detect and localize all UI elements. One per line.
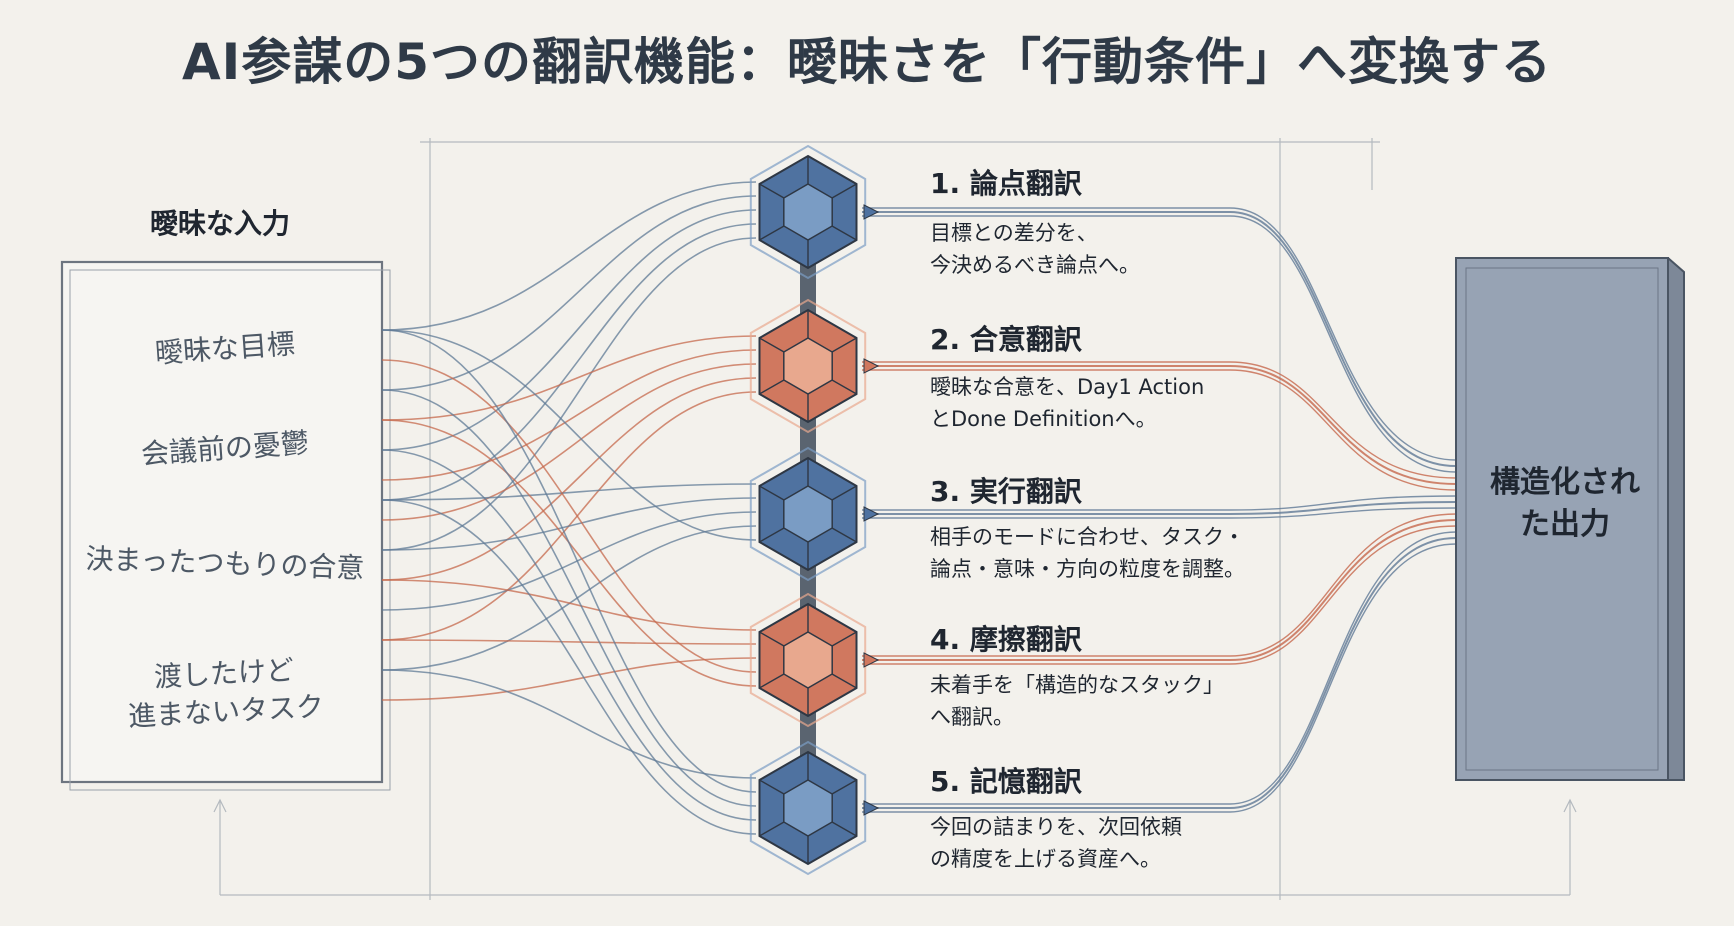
- flow-line-in-1-5: [381, 237, 757, 551]
- node-4-edge-4: [831, 631, 857, 647]
- up-arrow-right: [1563, 798, 1577, 813]
- node-3-edge-5: [759, 527, 785, 543]
- node-2-outline: [749, 298, 867, 434]
- step-3-title: 3. 実行翻訳: [930, 475, 1082, 508]
- flow-line-out-1-3: [862, 215, 1457, 473]
- flow-line-out-4-3: [862, 525, 1457, 665]
- node-5-outline: [749, 740, 867, 876]
- node-2-edge-6: [831, 379, 857, 395]
- node-1-edge-3: [759, 183, 785, 199]
- node-2-edge-3: [759, 337, 785, 353]
- flow-line-in-1-2: [381, 195, 757, 391]
- node-1-arrow: [863, 204, 880, 220]
- flow-line-in-1-1: [381, 181, 757, 331]
- node-3-edge-6: [831, 527, 857, 543]
- flow-line-in-2-3: [381, 363, 757, 521]
- node-5: [749, 740, 880, 876]
- flow-line-in-3-2: [381, 497, 757, 551]
- step-2-desc: 曖昧な合意を、Day1 Action とDone Definitionへ。: [930, 375, 1205, 431]
- flow-lines: [381, 181, 1457, 835]
- node-3-outline: [749, 446, 867, 582]
- step-1-desc: 目標との差分を、 今決めるべき論点へ。: [930, 221, 1140, 277]
- step-5-desc: 今回の詰まりを、次回依頼 の精度を上げる資産へ。: [930, 815, 1182, 871]
- page-title: AI参謀の5つの翻訳機能：曖昧さを「行動条件」へ変換する: [181, 33, 1553, 91]
- flow-line-out-5-1: [862, 531, 1457, 805]
- flow-line-in-1-4: [381, 223, 757, 501]
- step-4-desc: 未着手を「構造的なスタック」 へ翻訳。: [930, 673, 1224, 729]
- flow-line-out-4-2: [862, 519, 1457, 661]
- flow-line-out-4-1: [862, 513, 1457, 657]
- node-2-edge-4: [831, 337, 857, 353]
- node-5-edge-4: [831, 779, 857, 795]
- node-5-edge-6: [831, 821, 857, 837]
- node-1-edge-6: [831, 225, 857, 241]
- node-3-arrow: [863, 506, 880, 522]
- flow-line-out-3-3: [862, 507, 1457, 519]
- flow-line-in-5-5: [381, 499, 757, 835]
- flow-line-in-5-4: [381, 449, 757, 821]
- flow-line-out-3-1: [862, 495, 1457, 511]
- output-block-face: [1455, 257, 1669, 781]
- flow-line-out-1-1: [862, 207, 1457, 461]
- node-2-edge-5: [759, 379, 785, 395]
- step-1-title: 1. 論点翻訳: [930, 167, 1082, 200]
- flow-line-out-2-2: [862, 365, 1457, 485]
- flow-line-in-2-1: [381, 335, 757, 421]
- flow-line-in-4-1: [381, 579, 757, 631]
- flow-line-out-1-2: [862, 211, 1457, 467]
- node-3: [749, 446, 880, 582]
- flow-line-in-3-1: [381, 483, 757, 501]
- node-2: [749, 298, 880, 434]
- node-1-outline: [749, 144, 867, 280]
- flow-line-out-3-2: [862, 501, 1457, 515]
- output-block-inner: [1465, 267, 1659, 771]
- flow-line-in-4-5: [381, 419, 757, 687]
- flow-line-in-5-2: [381, 329, 757, 793]
- output-label: 構造化され た出力: [1490, 465, 1640, 542]
- frame-lines: [213, 138, 1577, 900]
- flow-line-in-4-2: [381, 639, 757, 645]
- flow-line-in-4-3: [381, 657, 757, 701]
- flow-line-in-1-3: [381, 209, 757, 451]
- flow-line-in-2-2: [381, 349, 757, 481]
- input-panel: [60, 260, 391, 791]
- node-5-edge-3: [759, 779, 785, 795]
- node-3-edge-4: [831, 485, 857, 501]
- step-3-desc: 相手のモードに合わせ、タスク・ 論点・意味・方向の粒度を調整。: [930, 525, 1245, 581]
- node-2-arrow: [863, 358, 880, 374]
- flow-line-in-5-1: [381, 669, 757, 779]
- step-4-title: 4. 摩擦翻訳: [930, 623, 1082, 656]
- step-5-title: 5. 記憶翻訳: [930, 765, 1082, 798]
- node-5-edge-5: [759, 821, 785, 837]
- node-1-edge-4: [831, 183, 857, 199]
- flow-line-in-5-3: [381, 389, 757, 807]
- flow-line-out-2-1: [862, 361, 1457, 479]
- node-4-arrow: [863, 652, 880, 668]
- input-panel-shadow: [69, 269, 391, 791]
- node-1-edge-5: [759, 225, 785, 241]
- node-3-edge-3: [759, 485, 785, 501]
- flow-line-out-5-3: [862, 543, 1457, 813]
- node-4: [749, 592, 880, 728]
- node-4-edge-3: [759, 631, 785, 647]
- step-2-title: 2. 合意翻訳: [930, 323, 1082, 356]
- node-4-outline: [749, 592, 867, 728]
- input-panel-box: [60, 260, 384, 784]
- flow-line-in-3-5: [381, 329, 757, 541]
- output-block: [1455, 257, 1685, 781]
- nodes: [749, 144, 880, 876]
- input-heading: 曖昧な入力: [149, 207, 290, 240]
- node-4-edge-6: [831, 673, 857, 689]
- node-1: [749, 144, 880, 280]
- up-arrow-left: [213, 798, 227, 813]
- flow-line-out-5-2: [862, 537, 1457, 809]
- flow-line-out-2-3: [862, 369, 1457, 491]
- node-5-arrow: [863, 800, 880, 816]
- flow-line-in-4-4: [381, 359, 757, 673]
- node-4-edge-5: [759, 673, 785, 689]
- flow-line-in-2-4: [381, 377, 757, 581]
